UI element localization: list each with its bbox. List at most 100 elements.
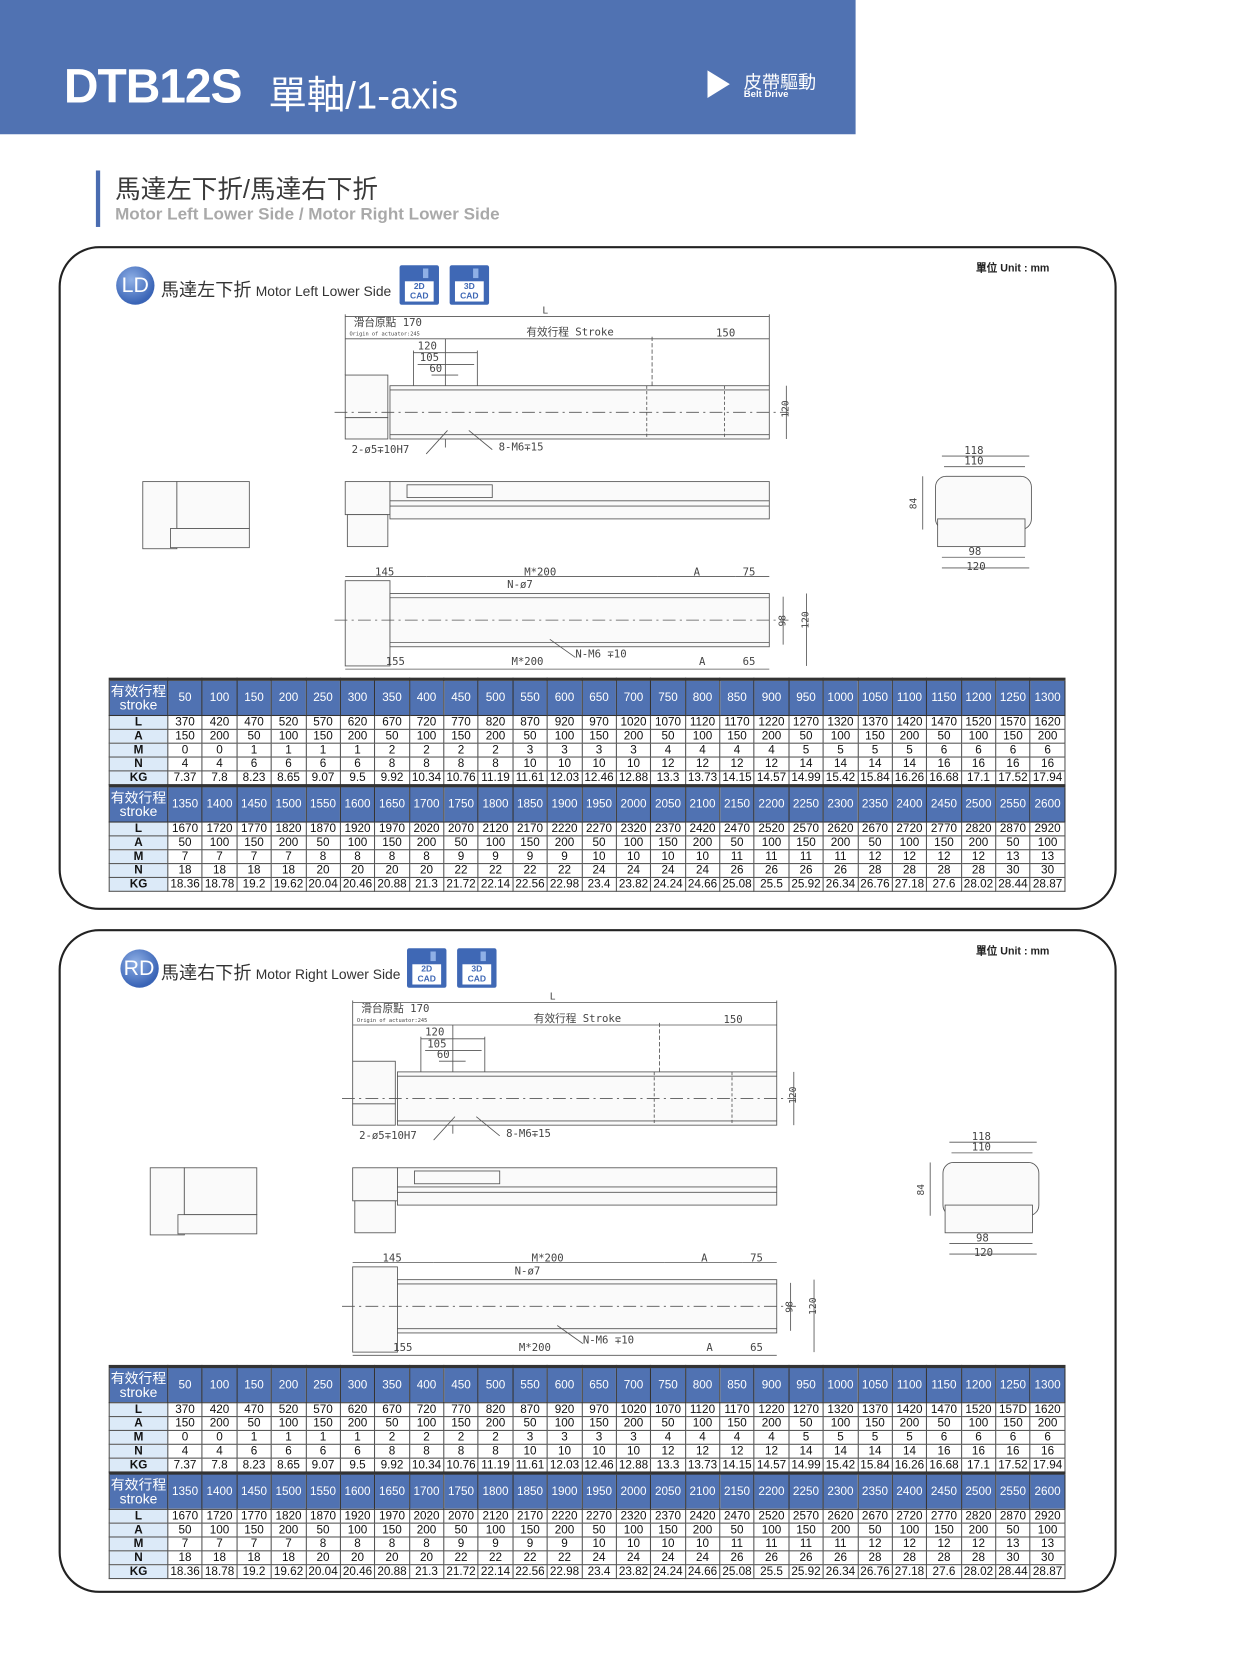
cell-value: 1670 bbox=[167, 1508, 203, 1524]
dimension-label: 155 bbox=[386, 655, 405, 668]
cell-value: 150 bbox=[857, 1416, 893, 1431]
cell-value: 11 bbox=[719, 849, 755, 865]
cell-value: 2270 bbox=[581, 821, 617, 837]
stroke-value: 850 bbox=[719, 1365, 755, 1404]
cell-value: 15.42 bbox=[822, 1457, 859, 1473]
cell-value: 20 bbox=[339, 863, 376, 878]
cell-value: 200 bbox=[960, 835, 997, 851]
cell-value: 17.94 bbox=[1029, 1457, 1066, 1473]
cell-value: 14 bbox=[788, 756, 824, 772]
stroke-value: 600 bbox=[546, 1365, 583, 1404]
stroke-value: 2300 bbox=[822, 785, 859, 823]
cell-value: 8.65 bbox=[270, 1457, 307, 1473]
cell-value: 200 bbox=[1029, 728, 1066, 744]
cell-value: 7 bbox=[270, 849, 307, 865]
cell-value: 150 bbox=[236, 1522, 272, 1538]
cell-value: 20 bbox=[339, 1550, 376, 1566]
row-label: N bbox=[108, 863, 169, 878]
motor-mount bbox=[344, 417, 389, 440]
stroke-value: 50 bbox=[167, 678, 203, 717]
cell-value: 14 bbox=[891, 756, 928, 772]
cell-value: 14 bbox=[857, 1443, 893, 1459]
cell-value: 22.98 bbox=[546, 1564, 583, 1580]
stroke-value: 1950 bbox=[581, 1472, 617, 1510]
dimension-label: 120 bbox=[788, 1086, 799, 1104]
cell-value: 18 bbox=[236, 863, 272, 878]
stroke-value: 1850 bbox=[512, 785, 548, 823]
cell-value: 150 bbox=[719, 728, 755, 744]
dimension-label: 120 bbox=[425, 1026, 444, 1039]
cell-value: 13 bbox=[995, 849, 1031, 865]
row-label: KG bbox=[108, 1564, 169, 1580]
dimension-label: 98 bbox=[785, 1301, 796, 1313]
stroke-value: 650 bbox=[581, 678, 617, 717]
cell-value: 12 bbox=[719, 1443, 755, 1459]
cell-value: 19.2 bbox=[236, 1564, 272, 1580]
dimension-label: 有效行程 Stroke bbox=[534, 1012, 621, 1025]
cell-value: 3 bbox=[546, 1429, 583, 1445]
cell-value: 200 bbox=[546, 1522, 583, 1538]
cell-value: 2 bbox=[443, 742, 479, 758]
cell-value: 7 bbox=[167, 1536, 203, 1552]
cell-value: 150 bbox=[236, 835, 272, 851]
stroke-value: 1200 bbox=[960, 678, 997, 717]
dimension-label: N-M6 ∓10 bbox=[575, 647, 626, 660]
cell-value: 6 bbox=[236, 756, 272, 772]
stroke-value: 1050 bbox=[857, 1365, 893, 1404]
dimension-label: N-ø7 bbox=[507, 578, 533, 591]
cell-value: 50 bbox=[581, 835, 617, 851]
cell-value: 24 bbox=[684, 1550, 721, 1566]
cell-value: 6 bbox=[270, 1443, 307, 1459]
dimension-label: 120 bbox=[808, 1297, 819, 1315]
cell-value: 620 bbox=[339, 714, 376, 730]
row-label: L bbox=[108, 714, 169, 730]
cell-value: 16 bbox=[1029, 756, 1066, 772]
cell-value: 1320 bbox=[822, 714, 859, 730]
cell-value: 4 bbox=[719, 1429, 755, 1445]
cell-value: 30 bbox=[1029, 1550, 1066, 1566]
cell-value: 100 bbox=[546, 1416, 583, 1431]
cell-value: 11 bbox=[753, 1536, 790, 1552]
cell-value: 2 bbox=[477, 1429, 514, 1445]
cell-value: 26.76 bbox=[857, 1564, 893, 1580]
cell-value: 150 bbox=[650, 1522, 686, 1538]
cell-value: 26 bbox=[822, 1550, 859, 1566]
stroke-value: 1600 bbox=[339, 1472, 376, 1510]
cell-value: 18 bbox=[167, 863, 203, 878]
stroke-value: 1500 bbox=[270, 1472, 307, 1510]
cell-value: 2320 bbox=[615, 1508, 652, 1524]
cell-value: 28.44 bbox=[995, 1564, 1031, 1580]
cell-value: 5 bbox=[857, 742, 893, 758]
stroke-value: 1850 bbox=[512, 1472, 548, 1510]
cell-value: 150 bbox=[926, 1522, 962, 1538]
stroke-value: 150 bbox=[236, 678, 272, 717]
stroke-value: 900 bbox=[753, 1365, 790, 1404]
cell-value: 12.03 bbox=[546, 1457, 583, 1473]
row-label: N bbox=[108, 756, 169, 772]
cell-value: 21.72 bbox=[443, 876, 479, 892]
cell-value: 2870 bbox=[995, 1508, 1031, 1524]
stroke-value: 950 bbox=[788, 1365, 824, 1404]
cell-value: 6 bbox=[995, 742, 1031, 758]
stroke-value: 100 bbox=[201, 1365, 238, 1404]
section-code-badge: LD bbox=[116, 266, 155, 305]
cell-value: 18.78 bbox=[201, 1564, 238, 1580]
cell-value: 1420 bbox=[891, 1402, 928, 1418]
cell-value: 2670 bbox=[857, 1508, 893, 1524]
cell-value: 8 bbox=[305, 1536, 341, 1552]
cell-value: 2920 bbox=[1029, 821, 1066, 837]
